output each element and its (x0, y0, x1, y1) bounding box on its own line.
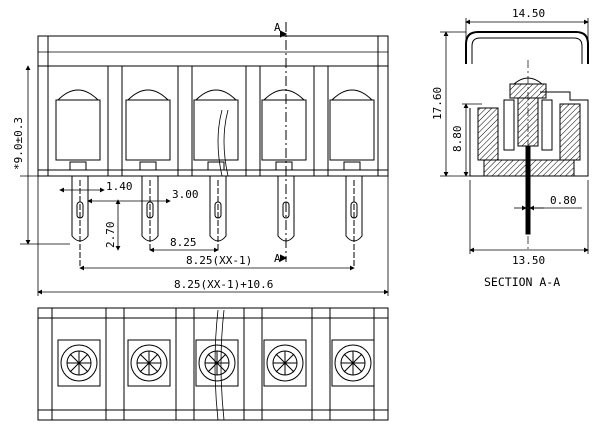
section-title: SECTION A-A (484, 275, 560, 289)
dim-pin-width-label: 1.40 (106, 180, 133, 193)
dim-height-label: *9.0±0.3 (12, 117, 25, 170)
section-marker-bottom: A (274, 252, 281, 265)
front-dimensions (20, 65, 389, 296)
screw-head-icon (57, 339, 101, 387)
bottom-screws (57, 339, 375, 387)
dim-span-label: 8.25(XX-1) (186, 254, 252, 267)
screw-head-icon (127, 339, 171, 387)
section-dimension-labels: 14.50 17.60 8.80 0.80 13.50 SECTION A-A (431, 7, 577, 289)
dim-overall-label: 8.25(XX-1)+10.6 (174, 278, 273, 291)
screw-head-icon (331, 339, 375, 387)
dim-total-height-label: 17.60 (431, 87, 444, 120)
top-bar (37, 35, 389, 67)
front-dimension-labels: *9.0±0.3 1.40 3.00 2.70 8.25 8.25(XX-1) … (12, 21, 281, 291)
dim-base-width-label: 13.50 (512, 254, 545, 267)
section-marker-top: A (274, 21, 281, 34)
barrier-walls (37, 35, 389, 177)
screw-head-icon (263, 339, 307, 387)
dim-pitch-label: 8.25 (170, 236, 197, 249)
bottom-view (37, 307, 389, 421)
pole-cells (55, 89, 375, 171)
dim-top-width-label: 14.50 (512, 7, 545, 20)
section-view (465, 31, 589, 250)
screw-head-icon (195, 339, 239, 387)
dim-spacing-label: 3.00 (172, 188, 199, 201)
section-dimensions (440, 18, 589, 254)
front-view (37, 22, 389, 268)
dim-pin-thickness-label: 0.80 (550, 194, 577, 207)
dim-pin-tail-label: 2.70 (104, 222, 117, 249)
dim-body-height-label: 8.80 (451, 126, 464, 153)
